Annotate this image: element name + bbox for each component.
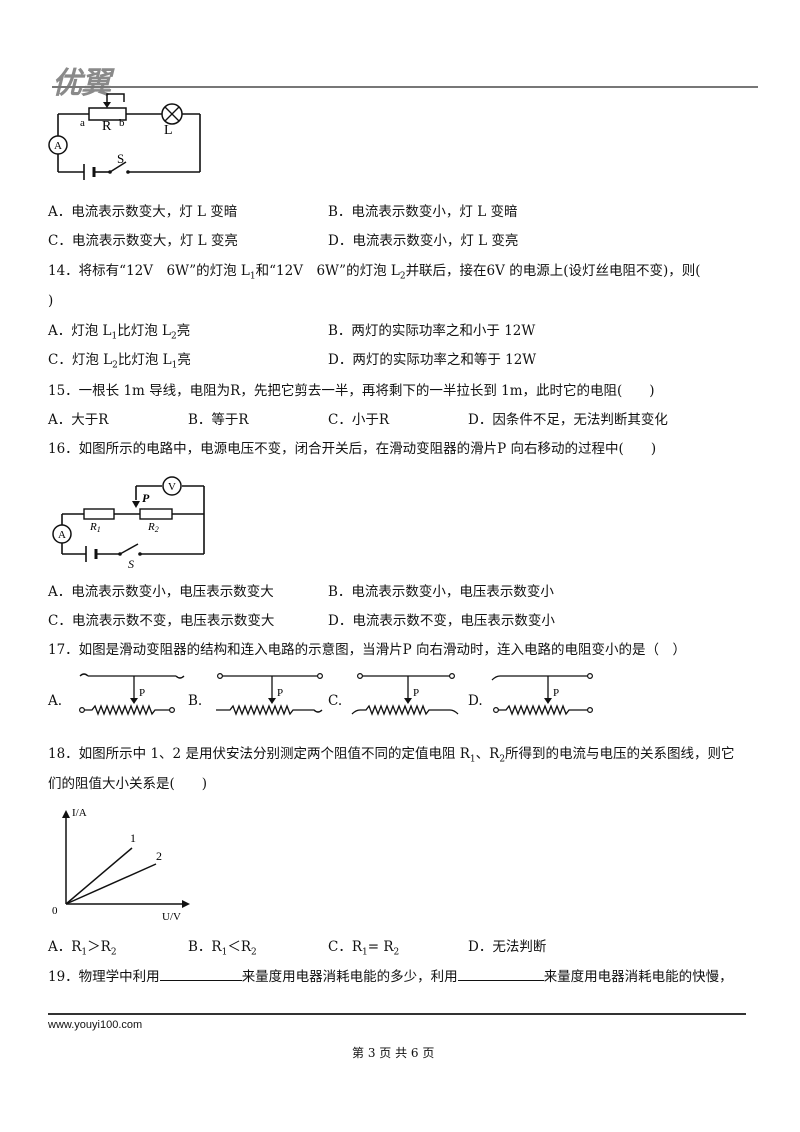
switch-label: S xyxy=(128,557,134,570)
ammeter-label: A xyxy=(58,529,66,541)
q16-option-a: A．电流表示数变小，电压表示数变大 xyxy=(48,584,274,600)
q16-circuit-diagram: V A P R1 R2 S xyxy=(52,476,205,570)
switch-icon xyxy=(108,161,130,174)
ammeter-icon xyxy=(48,135,68,155)
q15-stem: 15．一根长 1m 导线，电阻为R，先把它剪去一半，再将剩下的一半拉长到 1m，… xyxy=(48,383,655,399)
ammeter-label: A xyxy=(54,140,62,152)
origin-label: 0 xyxy=(52,905,58,917)
q17-rheostat-c: P xyxy=(351,672,459,716)
q14-stem: 14．将标有“12V 6W”的灯泡 L1和“12V 6W”的灯泡 L2并联后，接… xyxy=(48,263,701,282)
q13-option-d: D．电流表示数变小，灯 L 变亮 xyxy=(328,233,519,249)
page-number: 第 3 页 共 6 页 xyxy=(352,1046,435,1060)
q18-option-d: D．无法判断 xyxy=(468,939,547,955)
rheostat-slider xyxy=(106,93,125,106)
q17-option-a: A. xyxy=(48,693,63,709)
lamp-icon xyxy=(161,103,183,125)
battery-icon xyxy=(85,546,98,562)
graph-line-1 xyxy=(65,847,133,905)
q13-option-c: C．电流表示数变大，灯 L 变亮 xyxy=(48,233,238,249)
q13-option-a: A．电流表示数变大，灯 L 变暗 xyxy=(48,204,238,220)
graph-line-2 xyxy=(65,863,157,905)
r1-label: R1 xyxy=(89,521,101,534)
footer-rule xyxy=(48,1013,746,1015)
rheostat-end-b: b xyxy=(119,117,125,129)
rheostat-end-a: a xyxy=(80,117,85,129)
battery-icon xyxy=(83,164,96,180)
svg-text:P: P xyxy=(553,687,559,699)
slider-p-label: P xyxy=(142,491,150,505)
q14-option-b: B．两灯的实际功率之和小于 12W xyxy=(328,323,536,339)
x-axis-arrow xyxy=(182,900,190,908)
x-axis-label: U/V xyxy=(162,911,181,923)
q14-option-c: C．灯泡 L2比灯泡 L1亮 xyxy=(48,352,191,371)
q18-option-a: A．R1＞R2 xyxy=(48,939,117,958)
svg-text:P: P xyxy=(277,687,283,699)
q16-option-b: B．电流表示数变小，电压表示数变小 xyxy=(328,584,554,600)
q17-rheostat-a: P xyxy=(78,673,185,716)
y-axis-label: I/A xyxy=(72,807,87,819)
q18-option-b: B．R1＜R2 xyxy=(188,939,257,958)
q15-option-c: C．小于R xyxy=(328,412,389,428)
switch-icon xyxy=(118,543,142,556)
r2-label: R2 xyxy=(147,521,159,534)
q19-blank-1[interactable] xyxy=(159,968,242,981)
q18-stem-line2: 们的阻值大小关系是( ) xyxy=(48,776,208,792)
q13-circuit-diagram: A a R b L S xyxy=(48,93,201,180)
q16-stem: 16．如图所示的电路中，电源电压不变，闭合开关后，在滑动变阻器的滑片P 向右移动… xyxy=(48,441,657,457)
q18-option-c: C．R1= R2 xyxy=(328,939,400,958)
q17-option-b: B. xyxy=(188,693,203,709)
voltmeter-label: V xyxy=(168,481,176,493)
q15-option-a: A．大于R xyxy=(48,412,109,428)
line-1-label: 1 xyxy=(130,831,136,845)
q17-option-c: C. xyxy=(328,693,343,709)
q16-option-d: D．电流表示数不变，电压表示数变小 xyxy=(328,613,555,629)
q15-option-b: B．等于R xyxy=(188,412,249,428)
lamp-label: L xyxy=(164,123,173,138)
q14-stem-close: ) xyxy=(48,293,54,309)
switch-label: S xyxy=(117,151,124,166)
svg-text:P: P xyxy=(139,687,145,699)
q18-iu-graph: I/A U/V 0 1 2 xyxy=(52,807,190,923)
q19-blank-2[interactable] xyxy=(457,968,544,981)
header-rule xyxy=(52,86,758,88)
svg-text:P: P xyxy=(413,687,419,699)
q19-stem: 19．物理学中利用来量度用电器消耗电能的多少，利用来量度用电器消耗电能的快慢， xyxy=(48,968,733,985)
q14-option-d: D．两灯的实际功率之和等于 12W xyxy=(328,352,537,368)
q14-option-a: A．灯泡 L1比灯泡 L2亮 xyxy=(48,323,191,342)
rheostat-r2 xyxy=(139,508,173,520)
y-axis-arrow xyxy=(62,810,70,818)
footer-url: www.youyi100.com xyxy=(48,1019,143,1031)
q17-stem: 17．如图是滑动变阻器的结构和连入电路的示意图，当滑片P 向右滑动时，连入电路的… xyxy=(48,642,687,658)
q13-option-b: B．电流表示数变小，灯 L 变暗 xyxy=(328,204,518,220)
line-2-label: 2 xyxy=(156,849,162,863)
voltmeter-icon xyxy=(162,476,182,496)
rheostat-body xyxy=(88,107,127,121)
ammeter-icon xyxy=(52,524,72,544)
q17-rheostat-d: P xyxy=(491,672,593,716)
q17-option-d: D. xyxy=(468,693,483,709)
resistor-r1 xyxy=(83,508,115,520)
q15-option-d: D．因条件不足，无法判断其变化 xyxy=(468,412,668,428)
q16-option-c: C．电流表示数不变，电压表示数变大 xyxy=(48,613,275,629)
rheostat-label: R xyxy=(102,119,112,134)
q18-stem: 18．如图所示中 1、2 是用伏安法分别测定两个阻值不同的定值电阻 R1、R2所… xyxy=(48,746,735,765)
slider-p-arrow xyxy=(132,501,140,508)
q17-rheostat-b: P xyxy=(216,672,323,716)
logo: 优翼 xyxy=(52,66,111,101)
